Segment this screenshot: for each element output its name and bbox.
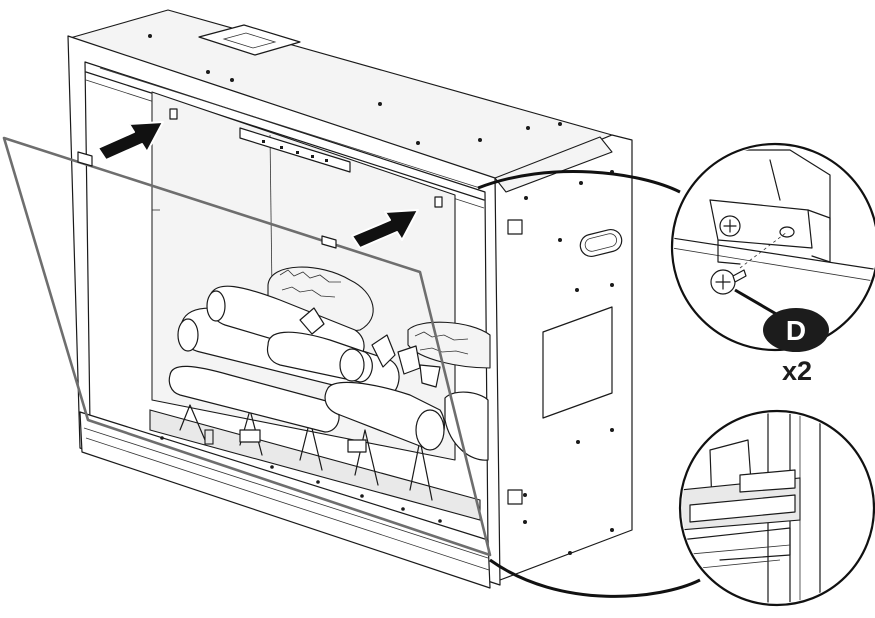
log-5-end [415, 409, 445, 451]
ember-leaf-3 [299, 307, 325, 335]
glass-panel [2, 136, 492, 557]
top-screws [148, 34, 562, 145]
log-6 [444, 391, 489, 461]
control-strip [239, 127, 351, 173]
log-grate [149, 409, 481, 521]
ember-leaf-4 [419, 364, 441, 388]
part-letter: D [786, 315, 806, 346]
glass-clip-top [321, 235, 337, 249]
top-control-window [222, 32, 277, 49]
log-4 [168, 365, 340, 433]
push-arrow-right [351, 209, 419, 249]
detail-ring-top [670, 142, 875, 352]
detail-callout-screw [670, 142, 875, 352]
top-control-cover [198, 24, 301, 56]
bracket-right [434, 196, 443, 208]
part-quantity: x2 [782, 356, 812, 386]
side-access-plate [542, 306, 613, 419]
callout-leader-bottom [489, 558, 701, 598]
grate-block-2 [347, 439, 367, 453]
phillips-screw-icon [710, 269, 747, 295]
callout-leader-top [477, 170, 681, 194]
char-texture [279, 269, 469, 355]
side-hinge-bottom [507, 489, 523, 505]
glass-edge-seat [689, 494, 796, 523]
right-side-top-step [494, 136, 613, 193]
charred-log-back-right [407, 321, 491, 369]
bottom-trim-dots [160, 436, 442, 523]
side-handle-slot [579, 228, 623, 258]
glass-panel-outline [2, 136, 492, 557]
ember-leaf-1 [371, 334, 396, 368]
control-buttons [262, 140, 328, 162]
log-3-end [339, 348, 365, 382]
glass-clip-left [77, 151, 93, 167]
bracket-left [169, 108, 178, 120]
part-badge: D [763, 308, 829, 352]
log-2-end [206, 290, 226, 322]
detail-callout-bottom-clip [678, 409, 875, 607]
log-1-end [177, 318, 199, 352]
bracket-screw-installed [719, 215, 741, 237]
push-arrow-left [97, 121, 164, 161]
side-hinge-top [507, 219, 523, 235]
bottom-trim [79, 411, 491, 589]
screw-hole [779, 226, 795, 238]
grate-block-1 [239, 429, 261, 443]
log-set [149, 266, 491, 521]
part-badge-shape [763, 308, 829, 352]
interior-corner [269, 134, 273, 293]
grate-leg [204, 429, 214, 445]
